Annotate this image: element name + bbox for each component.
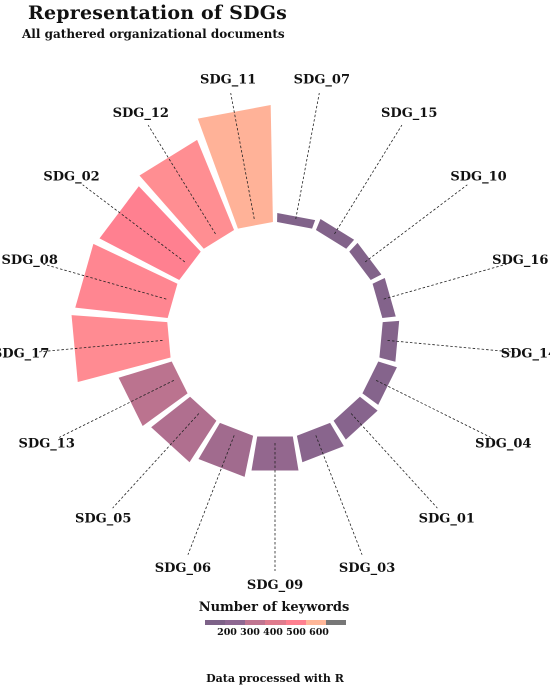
bar-sdg-06	[198, 422, 254, 477]
label-sdg-10: SDG_10	[450, 169, 506, 184]
bar-sdg-07	[277, 213, 316, 229]
label-sdg-07: SDG_07	[294, 72, 350, 87]
bar-sdg-02	[99, 186, 201, 281]
bar-sdg-12	[139, 139, 235, 249]
label-sdg-03: SDG_03	[339, 561, 395, 576]
label-sdg-04: SDG_04	[475, 437, 531, 452]
label-sdg-06: SDG_06	[155, 561, 211, 576]
label-sdg-05: SDG_05	[75, 511, 131, 526]
bar-sdg-17	[71, 315, 171, 383]
label-sdg-08: SDG_08	[2, 253, 58, 268]
legend-color-bar	[205, 620, 346, 625]
leader-line-sdg-03	[315, 435, 363, 555]
bars-layer	[71, 105, 400, 477]
legend-tick-label: 400	[263, 627, 283, 638]
caption: Data processed with R	[206, 672, 344, 685]
legend-swatch	[205, 620, 226, 625]
bar-sdg-05	[151, 396, 217, 463]
legend-tick-label: 200	[217, 627, 237, 638]
chart-subtitle: All gathered organizational documents	[22, 27, 285, 41]
leader-line-sdg-07	[295, 93, 320, 219]
leader-line-sdg-04	[375, 380, 491, 438]
chart-title: Representation of SDGs	[28, 2, 288, 24]
legend-swatch	[225, 620, 246, 625]
leader-line-sdg-06	[187, 435, 235, 555]
leader-line-sdg-08	[43, 263, 167, 300]
leader-line-sdg-02	[82, 184, 186, 263]
category-labels-layer: SDG_07SDG_15SDG_10SDG_16SDG_14SDG_04SDG_…	[0, 72, 550, 593]
leader-line-sdg-11	[230, 93, 255, 219]
leader-line-sdg-13	[59, 380, 175, 438]
label-sdg-16: SDG_16	[492, 253, 548, 268]
bar-sdg-16	[372, 277, 396, 318]
circular-bar-chart: SDG_07SDG_15SDG_10SDG_16SDG_14SDG_04SDG_…	[0, 72, 550, 593]
label-sdg-01: SDG_01	[419, 511, 475, 526]
label-sdg-12: SDG_12	[113, 106, 169, 121]
leader-line-sdg-16	[383, 263, 507, 300]
legend-tick-label: 600	[309, 627, 329, 638]
leader-line-sdg-10	[364, 184, 468, 263]
legend-tick-label: 500	[286, 627, 306, 638]
legend-swatch	[245, 620, 266, 625]
label-sdg-17: SDG_17	[0, 347, 49, 362]
leader-lines-layer	[34, 93, 516, 571]
bar-sdg-13	[118, 361, 188, 427]
legend-title: Number of keywords	[198, 600, 350, 615]
leader-line-sdg-14	[387, 340, 516, 353]
legend-tick-label: 300	[240, 627, 260, 638]
bar-sdg-14	[379, 320, 400, 362]
leader-line-sdg-05	[112, 413, 200, 509]
bar-sdg-03	[296, 422, 344, 463]
legend-swatch	[325, 620, 346, 625]
bar-sdg-08	[75, 243, 178, 318]
legend-swatch	[305, 620, 326, 625]
bar-sdg-11	[197, 105, 273, 229]
leader-line-sdg-17	[34, 340, 163, 353]
label-sdg-02: SDG_02	[43, 169, 99, 184]
legend-swatch	[265, 620, 286, 625]
label-sdg-13: SDG_13	[19, 437, 75, 452]
leader-line-sdg-12	[147, 124, 216, 235]
label-sdg-15: SDG_15	[381, 106, 437, 121]
bar-sdg-04	[362, 361, 397, 405]
label-sdg-14: SDG_14	[501, 347, 550, 362]
label-sdg-09: SDG_09	[247, 578, 303, 593]
leader-line-sdg-01	[350, 413, 438, 509]
label-sdg-11: SDG_11	[200, 72, 256, 87]
legend-swatch	[285, 620, 306, 625]
bar-sdg-15	[315, 218, 355, 249]
leader-line-sdg-15	[334, 124, 403, 235]
